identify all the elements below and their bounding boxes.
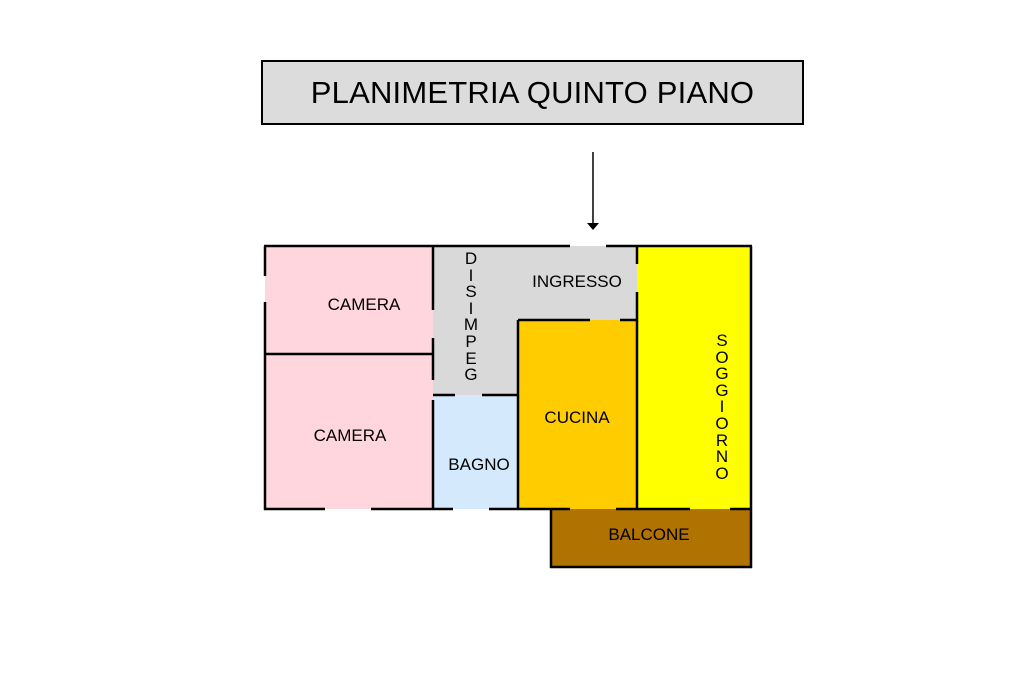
down-arrow-icon <box>587 152 599 230</box>
room-disimpegno <box>433 246 518 395</box>
room-label-camera-bottom: CAMERA <box>313 426 387 445</box>
room-label-bagno: BAGNO <box>448 455 510 474</box>
room-label-camera-top: CAMERA <box>327 295 401 314</box>
room-balcone <box>551 509 751 567</box>
room-camera-bottom <box>265 354 433 509</box>
room-soggiorno <box>637 246 751 509</box>
room-cucina <box>518 320 637 509</box>
room-ingresso <box>518 246 637 320</box>
room-label-ingresso: INGRESSO <box>532 272 622 291</box>
plan-title: PLANIMETRIA QUINTO PIANO <box>261 60 804 125</box>
room-label-cucina: CUCINA <box>544 408 610 427</box>
room-label-soggiorno: S O G G I O R N O <box>715 331 729 483</box>
room-label-balcone: BALCONE <box>608 525 690 544</box>
room-camera-top <box>265 246 433 354</box>
room-bagno <box>433 395 518 509</box>
room-label-disimpegno: D I S I M P E G <box>463 249 479 385</box>
walls <box>263 244 753 569</box>
